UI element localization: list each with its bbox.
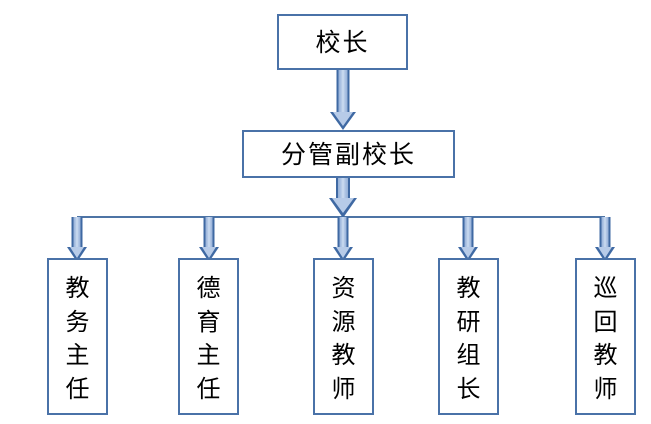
char: 组 (456, 341, 481, 370)
arrow-vice-principal-to-bar (329, 178, 357, 218)
arrow-bar-to-academic-director (67, 217, 87, 262)
node-resource-teacher-label: 资 源 教 师 (332, 272, 356, 406)
char: 任 (196, 374, 221, 403)
node-vice-principal[interactable]: 分管副校长 (242, 130, 455, 178)
char: 教 (331, 341, 356, 370)
node-itinerant-teacher[interactable]: 巡 回 教 师 (575, 258, 636, 415)
char: 研 (456, 307, 481, 336)
arrow-principal-to-vice-principal (330, 70, 356, 130)
node-research-group-leader-label: 教 研 组 长 (457, 272, 481, 406)
char: 巡 (593, 274, 618, 302)
node-principal-label: 校长 (315, 27, 370, 57)
arrow-bar-to-research-group-leader (458, 217, 478, 262)
node-itinerant-teacher-label: 巡 回 教 师 (594, 272, 618, 406)
node-vice-principal-label: 分管副校长 (280, 139, 416, 169)
char: 教 (456, 274, 481, 302)
char: 师 (593, 374, 618, 403)
char: 务 (65, 307, 90, 336)
char: 资 (331, 274, 356, 302)
node-moral-education-director-label: 德 育 主 任 (197, 272, 221, 406)
node-academic-director[interactable]: 教 务 主 任 (47, 258, 108, 415)
char: 育 (196, 307, 221, 336)
node-moral-education-director[interactable]: 德 育 主 任 (178, 258, 239, 415)
arrow-bar-to-itinerant-teacher (595, 217, 615, 262)
char: 任 (65, 374, 90, 403)
char: 主 (196, 341, 221, 370)
node-academic-director-label: 教 务 主 任 (66, 272, 90, 406)
node-resource-teacher[interactable]: 资 源 教 师 (313, 258, 374, 415)
char: 长 (456, 374, 481, 403)
arrow-bar-to-moral-education-director (199, 217, 219, 262)
char: 回 (593, 307, 618, 336)
node-principal[interactable]: 校长 (277, 14, 408, 70)
node-research-group-leader[interactable]: 教 研 组 长 (438, 258, 499, 415)
char: 德 (196, 274, 221, 302)
arrow-bar-to-resource-teacher (333, 217, 353, 262)
char: 教 (593, 341, 618, 370)
char: 主 (65, 341, 90, 370)
char: 师 (331, 374, 356, 403)
char: 教 (65, 274, 90, 302)
char: 源 (331, 307, 356, 336)
